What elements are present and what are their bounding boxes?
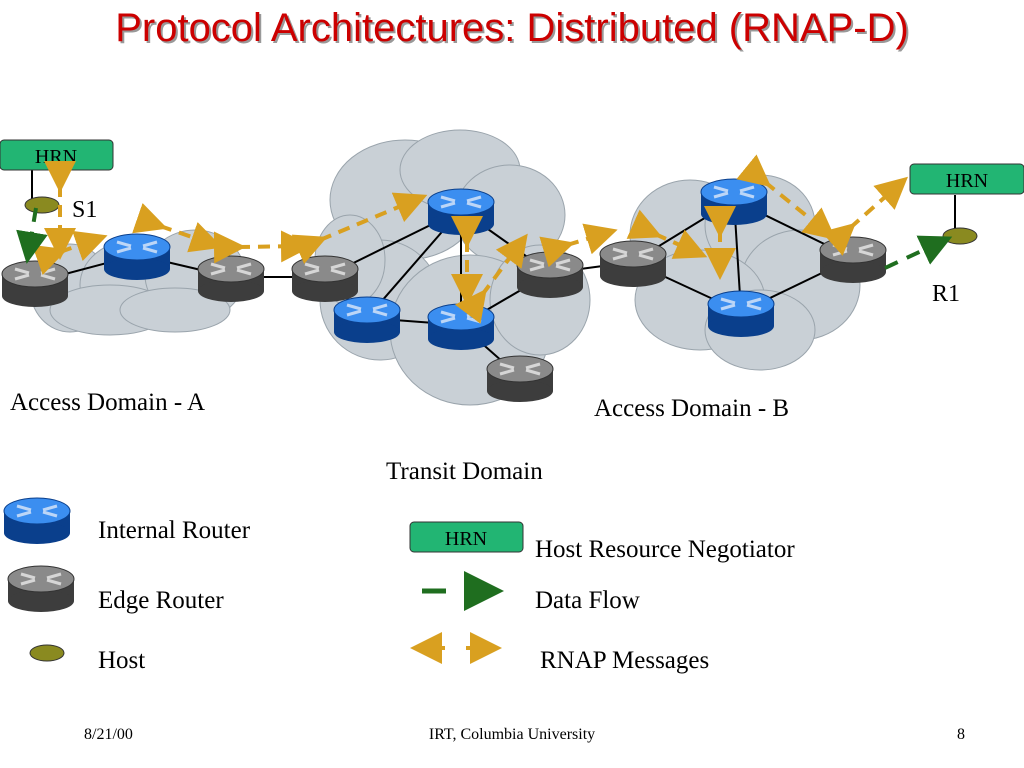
internal-router-t-top — [426, 187, 496, 237]
legend-internal-router-icon — [2, 496, 72, 546]
access-domain-a-label: Access Domain - A — [10, 389, 205, 416]
legend-host-label: Host — [98, 647, 145, 674]
edge-router-b1 — [598, 239, 668, 289]
internal-router-a — [102, 232, 172, 282]
hrn-box-r1: HRN — [909, 163, 1024, 195]
internal-router-t-mid — [426, 302, 496, 352]
legend-data-flow-label: Data Flow — [535, 587, 640, 614]
legend-host-icon — [29, 644, 65, 662]
legend-hrn-box — [409, 521, 524, 553]
legend-hrn-desc: Host Resource Negotiator — [535, 536, 795, 563]
legend: Internal Router Edge Router Host HRN Hos… — [2, 496, 795, 674]
edge-router-t2 — [515, 250, 585, 300]
footer-page-number: 8 — [957, 726, 965, 743]
internal-router-t-left — [332, 295, 402, 345]
edge-router-b2 — [818, 235, 888, 285]
host-s1-label: S1 — [72, 197, 97, 223]
footer-org: IRT, Columbia University — [428, 726, 596, 743]
footer-date: 8/21/00 — [84, 726, 133, 743]
edge-router-t-bottom — [485, 354, 555, 404]
legend-hrn-box-label: HRN — [445, 528, 487, 550]
access-domain-b-label: Access Domain - B — [594, 395, 789, 422]
legend-edge-router-label: Edge Router — [98, 587, 224, 614]
transit-domain-label: Transit Domain — [386, 458, 543, 485]
edge-router-a1 — [0, 259, 70, 309]
internal-router-b-bottom — [706, 289, 776, 339]
hrn-box-s1: HRN — [0, 139, 114, 171]
edge-router-t1 — [290, 254, 360, 304]
legend-rnap-label: RNAP Messages — [540, 647, 709, 674]
edge-router-a2 — [196, 254, 266, 304]
host-r1-label: R1 — [932, 281, 960, 307]
legend-internal-router-label: Internal Router — [98, 517, 251, 544]
internal-router-b-top — [699, 177, 769, 227]
hrn-label-r1: HRN — [946, 170, 988, 192]
rnap-message-arrows — [32, 154, 908, 324]
slide-title: Protocol Architectures: Distributed (RNA… — [115, 6, 909, 50]
host-r1 — [942, 227, 978, 245]
hrn-label-s1: HRN — [35, 146, 77, 168]
data-flow-arrows — [16, 207, 953, 270]
legend-edge-router-icon — [6, 564, 76, 614]
host-s1 — [24, 196, 60, 214]
